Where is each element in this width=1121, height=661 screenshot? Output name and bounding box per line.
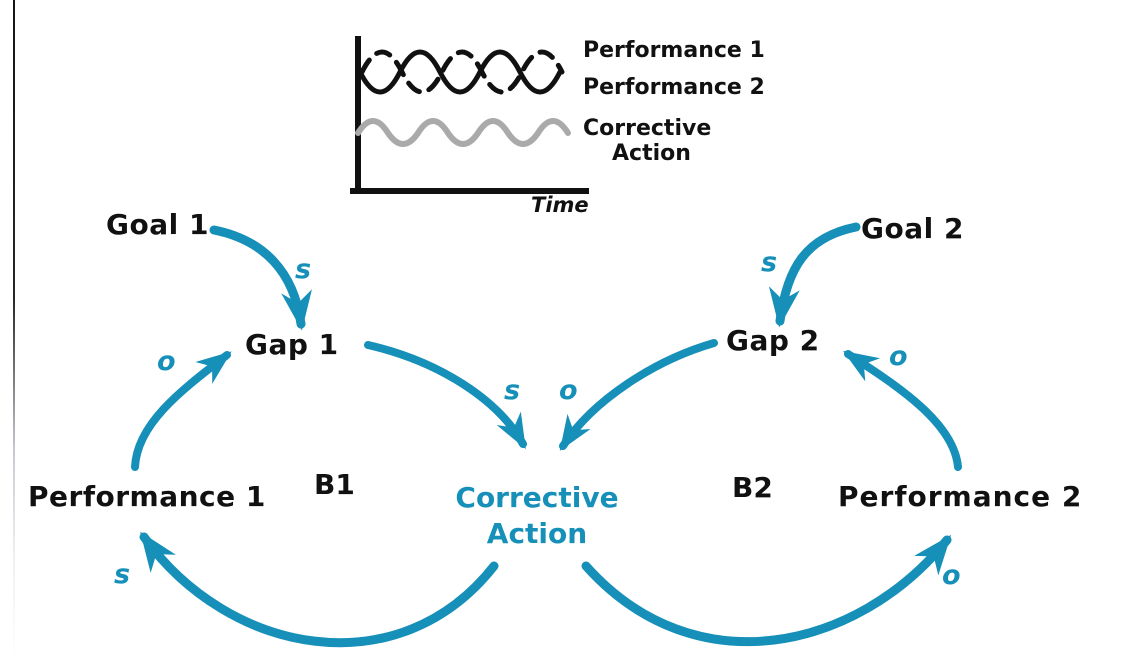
link-goal1-gap1 <box>209 225 312 331</box>
link-performance2-gap2 <box>843 350 962 471</box>
polarity-performance1-gap1: o <box>157 346 176 377</box>
node-gap1: Gap 1 <box>245 328 339 361</box>
page-edge-line <box>13 0 15 661</box>
polarity-corrective-action-performance1: s <box>114 559 131 590</box>
legend-corrective-line2: Action <box>612 141 691 166</box>
corrective-action-line <box>355 118 571 147</box>
node-goal2: Goal 2 <box>861 212 964 245</box>
link-gap2-corrective-action <box>559 339 718 451</box>
link-performance1-gap1 <box>131 351 232 471</box>
chart-axes <box>350 36 589 194</box>
polarity-performance2-gap2: o <box>889 341 908 372</box>
polarity-gap1-corrective-action: s <box>504 375 521 406</box>
node-performance1: Performance 1 <box>28 480 266 513</box>
polarity-gap2-corrective-action: o <box>559 375 578 406</box>
polarity-goal2-gap2: s <box>761 247 778 278</box>
node-corrective-action: Corrective Action <box>437 480 637 552</box>
performance2-line <box>359 49 565 95</box>
x-axis-label-time: Time <box>531 193 589 217</box>
node-gap2: Gap 2 <box>726 324 820 357</box>
performance1-line <box>357 49 563 95</box>
link-gap1-corrective-action <box>364 341 527 450</box>
polarity-corrective-action-performance2: o <box>942 560 961 591</box>
legend-corrective-line1: Corrective <box>583 116 712 141</box>
node-performance2: Performance 2 <box>838 480 1083 513</box>
link-goal2-gap2 <box>768 222 861 328</box>
node-corrective-action-line2: Action <box>486 517 588 550</box>
link-corrective-action-performance2 <box>581 534 952 646</box>
node-goal1: Goal 1 <box>106 208 209 241</box>
node-corrective-action-line1: Corrective <box>455 481 619 514</box>
legend-performance1: Performance 1 <box>583 38 765 63</box>
polarity-goal1-gap1: s <box>295 254 312 285</box>
loop-label-b2: B2 <box>732 471 773 504</box>
loop-label-b1: B1 <box>314 468 355 501</box>
link-corrective-action-performance1 <box>139 531 499 648</box>
legend-performance2: Performance 2 <box>583 75 765 100</box>
